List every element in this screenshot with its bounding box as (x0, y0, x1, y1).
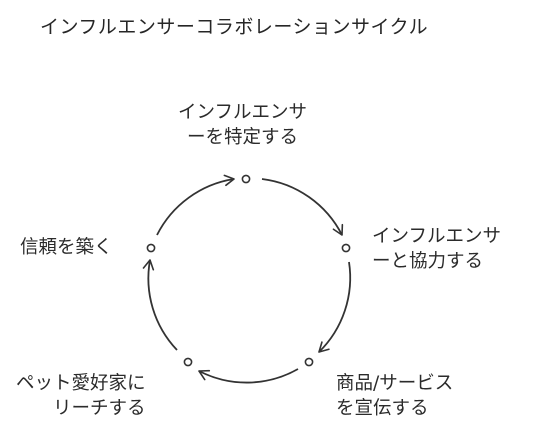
step-label-line: インフルエンサ (178, 102, 307, 123)
step-label-line: リーチする (53, 398, 146, 419)
step-label-build-trust: 信頼を築く (20, 235, 113, 260)
arrow-step4-to-step5 (142, 259, 178, 351)
step-label-line: ーを特定する (186, 127, 298, 148)
arrow-step2-to-step3 (318, 261, 352, 353)
step-label-identify-influencer: インフルエンサ ーを特定する (178, 100, 307, 150)
step-label-line: ペット愛好家に (16, 373, 146, 394)
step-label-collaborate: インフルエンサ ーと協力する (372, 224, 501, 274)
step-label-line: ーと協力する (372, 251, 484, 272)
node-step1 (241, 174, 251, 184)
step-label-line: 信頼を築く (20, 237, 113, 258)
step-label-promote: 商品/サービス を宣伝する (336, 371, 453, 421)
arrow-step3-to-step4 (198, 368, 299, 384)
step-label-reach-pet-lovers: ペット愛好家に リーチする (16, 371, 146, 421)
node-step3 (304, 357, 314, 367)
arrow-step5-to-step1 (156, 174, 235, 236)
diagram-title: インフルエンサーコラボレーションサイクル (40, 16, 429, 38)
step-label-line: インフルエンサ (372, 226, 501, 247)
node-step4 (183, 357, 193, 367)
step-label-line: を宣伝する (336, 398, 429, 419)
node-step5 (146, 243, 156, 253)
node-step2 (341, 243, 351, 253)
step-label-line: 商品/サービス (336, 373, 454, 394)
arrow-step1-to-step2 (261, 178, 344, 236)
